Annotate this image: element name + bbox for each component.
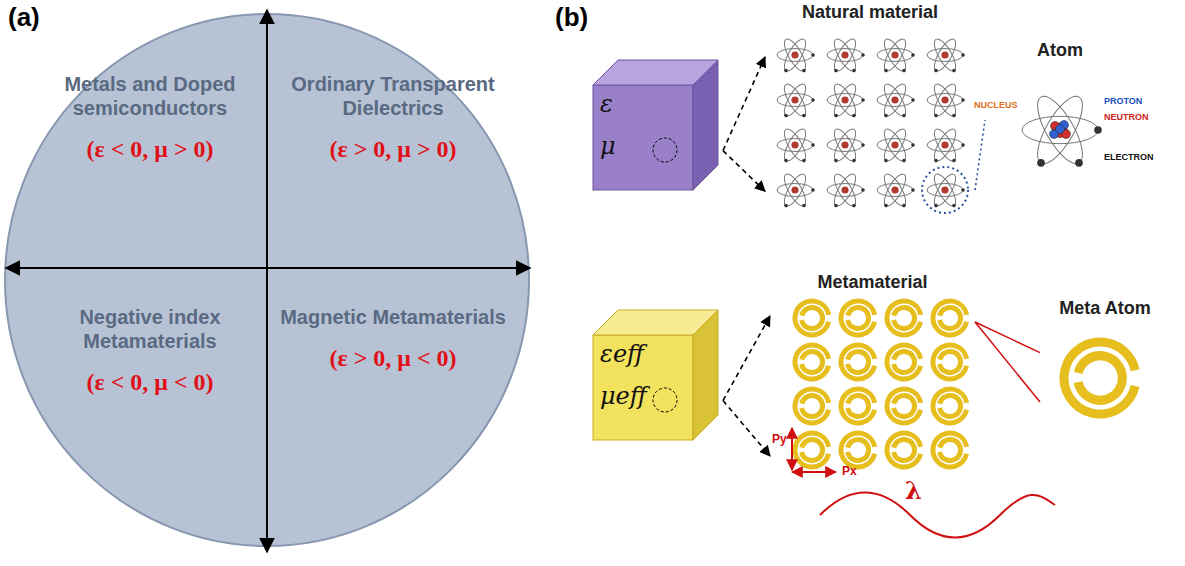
part-name: PROTON	[1104, 96, 1142, 106]
purple-cube	[593, 60, 718, 190]
material-class: Negative index Metamaterials	[35, 305, 265, 353]
zoom-arrow	[723, 151, 765, 192]
yellow-cube	[593, 310, 718, 440]
sign-condition: (ε > 0, μ < 0)	[329, 345, 456, 372]
panel-label: (b)	[555, 2, 588, 33]
epsilon-axis	[6, 267, 530, 269]
parameter-symbol: ε	[600, 90, 613, 118]
mu-axis	[266, 10, 268, 552]
material-class: Metals and Doped semiconductors	[35, 72, 265, 120]
wavelength-symbol: λ	[905, 476, 922, 505]
quadrant-text: Ordinary Transparent Dielectrics (ε > 0, …	[278, 72, 508, 163]
meta-atom-picture	[1057, 335, 1143, 421]
quadrant-text: Magnetic Metamaterials (ε > 0, μ < 0)	[278, 305, 508, 372]
meta-atom-leader	[975, 322, 1040, 402]
meta-atom-leader	[975, 322, 1040, 353]
panel-title: Metamaterial	[770, 272, 975, 293]
part-name: NEUTRON	[1104, 112, 1149, 122]
material-class: Ordinary Transparent Dielectrics	[278, 72, 508, 120]
atom-grid	[777, 36, 965, 209]
selected-atom-ring	[922, 167, 968, 213]
period-label: Px	[842, 464, 857, 478]
py-arrow	[791, 428, 793, 470]
parameter-symbol: μeff	[600, 382, 647, 410]
material-class: Magnetic Metamaterials	[280, 305, 506, 329]
sign-condition: (ε < 0, μ > 0)	[86, 136, 213, 163]
atom-lattice: Natural material	[765, 2, 975, 222]
panel-title: Natural material	[765, 2, 975, 23]
metamaterial-cube: εeff μeff	[588, 302, 723, 447]
quadrant-text: Metals and Doped semiconductors (ε < 0, μ…	[35, 72, 265, 163]
material-cube: εμ	[588, 52, 723, 197]
meta-atom: Meta Atom	[1040, 298, 1170, 428]
parameter-symbol: μ	[600, 132, 616, 160]
part-name: NUCLEUS	[974, 100, 1018, 110]
zoom-line	[975, 120, 985, 190]
zoom-arrow	[723, 401, 770, 456]
zoom-arrow	[723, 57, 765, 151]
part-name: ELECTRON	[1104, 152, 1154, 162]
meta-atom-lattice: Metamaterial	[770, 272, 975, 472]
panel-label: (a)	[8, 2, 40, 33]
sign-condition: (ε < 0, μ < 0)	[86, 369, 213, 396]
panel-title: Atom	[985, 40, 1135, 61]
quadrant-text: Negative index Metamaterials (ε < 0, μ < …	[35, 305, 265, 396]
px-arrow	[792, 471, 836, 473]
sign-condition: (ε > 0, μ > 0)	[329, 136, 456, 163]
period-label: Py	[772, 432, 787, 446]
zoom-arrow	[723, 316, 770, 401]
atom-picture	[1022, 90, 1102, 169]
parameter-symbol: εeff	[600, 340, 644, 368]
wavelength-wave	[820, 493, 1055, 538]
split-ring-grid	[792, 298, 971, 471]
panel-title: Meta Atom	[1040, 298, 1170, 319]
